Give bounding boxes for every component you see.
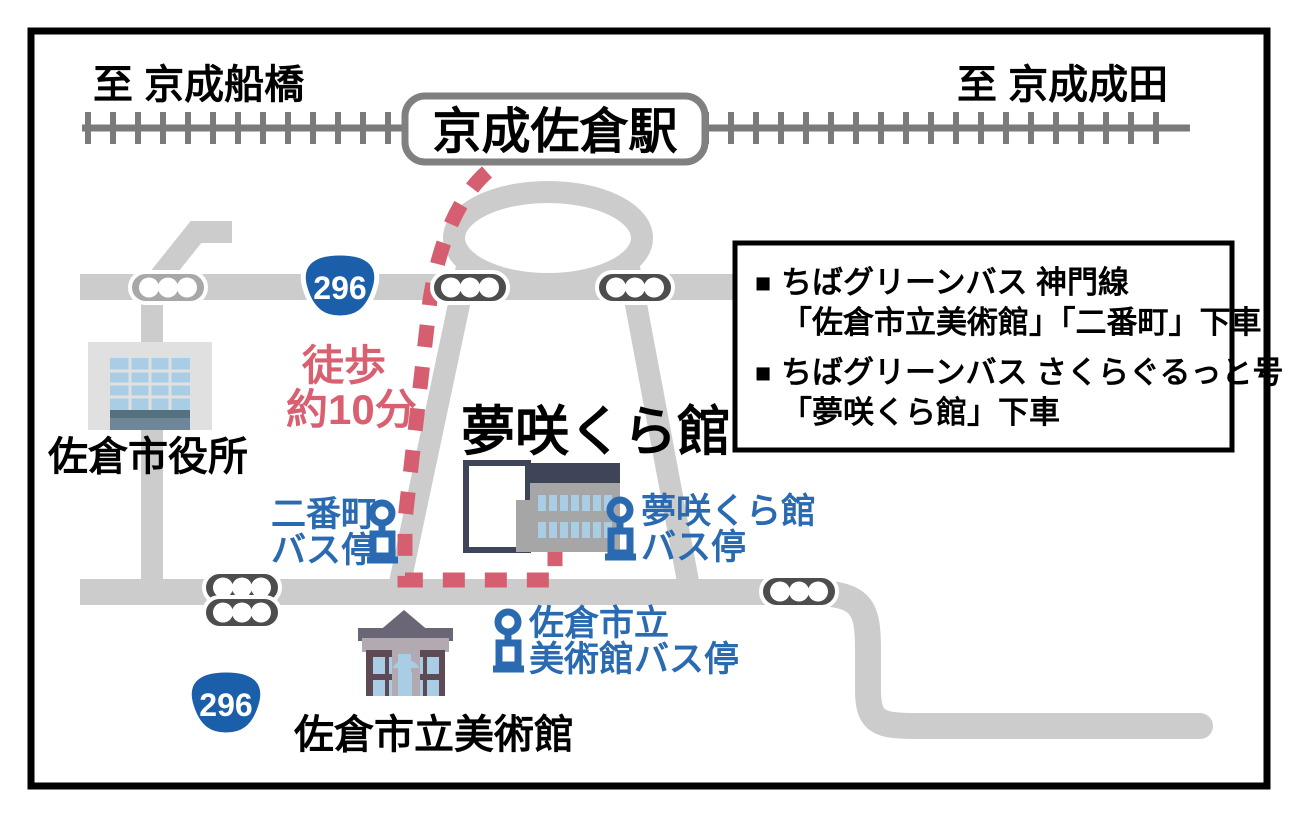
legend-item-2-line1: ちばグリーンバス さくらぐるっと号 (781, 355, 1283, 390)
traffic-signal-icon (595, 270, 675, 305)
bus-stop-museum-label-line1: 佐倉市立 (528, 604, 669, 643)
walk-time-label-line2: 約10分 (286, 386, 417, 433)
route-shield-upper-number: 296 (313, 270, 366, 306)
route-shield-lower-plate (186, 667, 266, 738)
bus-stop-museum-label-line2: 美術館バス停 (529, 639, 739, 679)
walk-time-label-line1: 徒歩 (301, 342, 386, 389)
bus-stop-icon (493, 608, 524, 673)
route-296-shield-lower: 296 (186, 667, 266, 738)
traffic-signal-icon (202, 595, 282, 630)
rail-label-to-narita: 至 京成成田 (957, 63, 1168, 107)
bus-stop-yumesaki-label-line2: バス停 (641, 528, 746, 567)
route-shield-upper-plate (300, 250, 380, 321)
bus-stop-nibancho-label-line2: バス停 (271, 531, 376, 570)
art-museum-building-icon (358, 610, 453, 696)
legend-item-1-bullet: ■ (755, 268, 771, 298)
art-museum-label: 佐倉市立美術館 (293, 713, 574, 757)
road-rotary-right-leg (617, 259, 701, 595)
legend-item-2-bullet: ■ (755, 358, 771, 388)
road-upper-left-diagonal (143, 221, 232, 294)
bus-stop-icon (605, 496, 636, 561)
bus-stop-nibancho: 二番町 バス停 (271, 495, 398, 570)
route-shield-lower-number: 296 (199, 687, 252, 723)
traffic-signal-icon (128, 270, 208, 305)
rail-right-ties (703, 112, 1159, 144)
bus-stop-yumesaki: 夢咲くら館 バス停 (605, 491, 816, 567)
bus-legend-frame (732, 240, 1235, 453)
traffic-signals (128, 270, 839, 630)
bus-stop-icon (367, 499, 398, 564)
traffic-signal-icon (759, 574, 839, 609)
bus-legend-box: ■ ちばグリーンバス 神門線 「佐倉市立美術館」「二番町」下車 ■ ちばグリーン… (732, 240, 1283, 453)
yumesaki-kurakan-building-icon (463, 460, 620, 553)
keisei-railway-line (82, 112, 1190, 144)
bus-stop-nibancho-label-line1: 二番町 (271, 495, 376, 534)
legend-item-1-line1: ちばグリーンバス 神門線 (781, 265, 1129, 300)
bus-stop-museum: 佐倉市立 美術館バス停 (493, 604, 739, 679)
station-nameplate-box (401, 92, 709, 166)
rail-label-to-funabashi: 至 京成船橋 (93, 63, 304, 107)
station-rotary-loop (443, 181, 653, 295)
walking-route-dashed-path (397, 166, 563, 588)
legend-item-1-line2: 「佐倉市立美術館」「二番町」下車 (781, 305, 1262, 340)
rail-left-ties (85, 112, 391, 144)
city-hall-building-icon (88, 342, 212, 430)
yumesaki-kurakan-label: 夢咲くら館 (461, 402, 731, 462)
station-nameplate: 京成佐倉駅 (401, 92, 709, 166)
building-windows (538, 495, 612, 538)
city-hall-label: 佐倉市役所 (47, 435, 248, 479)
traffic-signal-icon (430, 270, 510, 305)
station-name-label: 京成佐倉駅 (432, 105, 677, 159)
route-296-shield-upper: 296 (300, 250, 380, 321)
bus-stop-yumesaki-label-line1: 夢咲くら館 (641, 491, 816, 531)
legend-item-2-line2: 「夢咲くら館」下車 (781, 395, 1060, 430)
